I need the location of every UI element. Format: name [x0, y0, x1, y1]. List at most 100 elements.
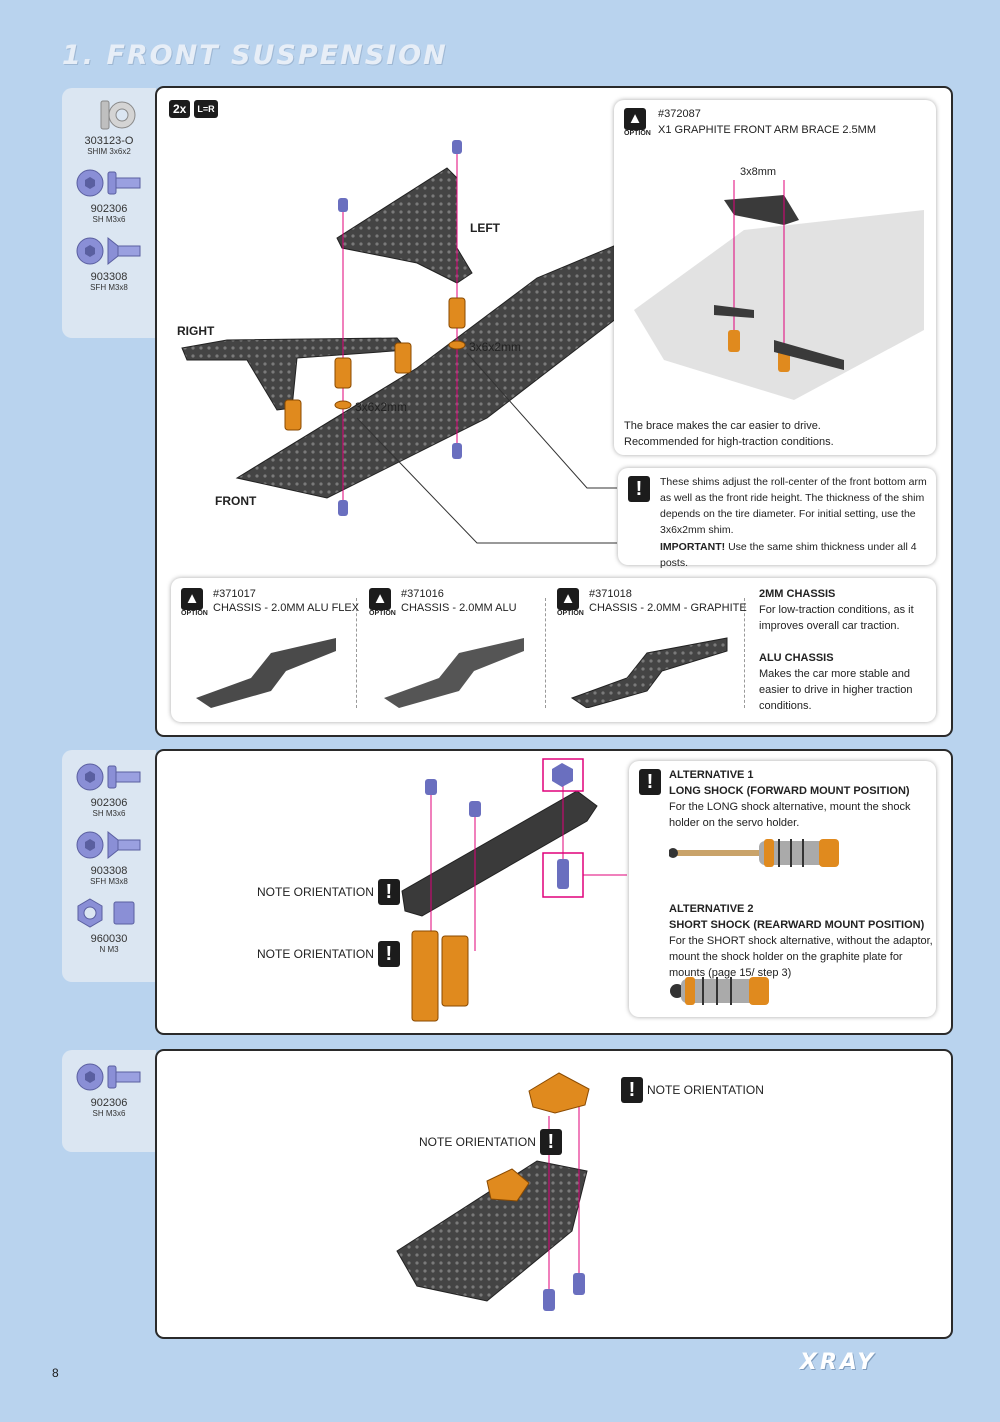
nut-icon [77, 898, 135, 928]
post-a [334, 357, 352, 389]
option-brace-name: X1 GRAPHITE FRONT ARM BRACE 2.5MM [658, 124, 877, 136]
note-orientation-1: NOTE ORIENTATION ! [257, 879, 400, 905]
chassis-option-1-name: CHASSIS - 2.0MM ALU FLEX [213, 602, 360, 614]
option-brace-number: #372087 [658, 108, 701, 120]
chassis-options-box: ▲ OPTION #371017 CHASSIS - 2.0MM ALU FLE… [171, 578, 936, 722]
shim-label-a: 3x6x2mm [355, 400, 408, 414]
warning-icon: ! [377, 941, 400, 967]
note-orientation-top: ! NOTE ORIENTATION [621, 1077, 764, 1103]
warning-icon: ! [621, 1077, 643, 1103]
alt1-title: ALTERNATIVE 1 [669, 769, 754, 781]
warning-important: IMPORTANT! Use the same shim thickness u… [660, 541, 917, 569]
shock-holder-bottom [486, 1168, 530, 1202]
parts-list-step2: 902306 SH M3x6 903308 SFH M3x8 960030 N … [62, 750, 156, 982]
label-left: LEFT [470, 221, 500, 235]
flat-head-screw-icon [76, 236, 141, 266]
warning-text: These shims adjust the roll-center of th… [660, 476, 927, 536]
thumbs-up-icon: ▲ [557, 588, 579, 610]
shock-holder-diagram [401, 758, 627, 1022]
option-badge-1: ▲ OPTION [181, 588, 208, 617]
warning-icon: ! [377, 879, 400, 905]
right-arm-brace [181, 337, 409, 411]
quantity-badge: 2x [169, 100, 191, 118]
chassis-note-heading-2: ALU CHASSIS [759, 652, 834, 664]
step3-panel: ! NOTE ORIENTATION NOTE ORIENTATION ! [155, 1049, 953, 1339]
part-flat-screw: 903308 SFH M3x8 [62, 234, 156, 292]
part-socket-screw: 902306 SH M3x6 [62, 760, 156, 818]
graphite-plate [396, 1160, 588, 1302]
option-badge: ▲ OPTION [624, 108, 651, 137]
chassis-graphite-image [570, 637, 728, 708]
brand-logo: XRAY [800, 1350, 877, 1375]
socket-head-screw-icon [76, 763, 141, 791]
chassis-alu-image [384, 638, 524, 708]
page-number: 8 [52, 1366, 59, 1380]
brace-note-2: Recommended for high-traction conditions… [624, 436, 834, 448]
post-b [448, 297, 466, 329]
label-right: RIGHT [177, 324, 215, 338]
post-c [394, 342, 412, 374]
brace-note-1: The brace makes the car easier to drive. [624, 420, 821, 432]
chassis-note-heading-1: 2MM CHASSIS [759, 588, 836, 600]
alt1-text: For the LONG shock alternative, mount th… [669, 801, 911, 829]
alt1-subtitle: LONG SHOCK (FORWARD MOUNT POSITION) [669, 785, 910, 797]
warning-icon: ! [639, 769, 661, 795]
callout-line-a [356, 417, 617, 544]
alt2-text: For the SHORT shock alternative, without… [669, 935, 933, 979]
post-d [284, 399, 302, 431]
page-title: 1. FRONT SUSPENSION [62, 40, 448, 71]
shock-holder-top [528, 1072, 590, 1114]
screw-top-b [452, 140, 462, 154]
shim-icon [100, 100, 136, 130]
shock-alternatives-box: ! ALTERNATIVE 1 LONG SHOCK (FORWARD MOUN… [629, 761, 936, 1017]
shock-mount-diagram [396, 1072, 590, 1311]
warning-icon: ! [628, 476, 650, 502]
parts-list-step3: 902306 SH M3x6 [62, 1050, 156, 1152]
chassis-option-1-number: #371017 [213, 588, 256, 600]
callout-line-b [466, 352, 617, 489]
alt2-subtitle: SHORT SHOCK (REARWARD MOUNT POSITION) [669, 919, 925, 931]
alt2-title: ALTERNATIVE 2 [669, 903, 754, 915]
parts-list-step1: 303123-O SHIM 3x6x2 902306 SH M3x6 90330… [62, 88, 156, 338]
shim-a [334, 400, 352, 410]
thumbs-up-icon: ▲ [181, 588, 203, 610]
part-nut: 960030 N M3 [62, 896, 156, 954]
chassis-option-3-name: CHASSIS - 2.0MM - GRAPHITE [589, 602, 747, 614]
nut-callout-box [542, 758, 584, 792]
step2-panel: NOTE ORIENTATION ! NOTE ORIENTATION ! ! … [155, 749, 953, 1035]
option-brace-box: ▲ OPTION #372087 X1 GRAPHITE FRONT ARM B… [614, 100, 936, 455]
left-right-badge: L=R [194, 100, 218, 118]
part-shim: 303123-O SHIM 3x6x2 [62, 98, 156, 156]
left-arm-brace [336, 167, 473, 284]
flat-head-screw-icon [76, 830, 141, 860]
chassis-alu-flex-image [196, 638, 336, 708]
warning-box: ! These shims adjust the roll-center of … [618, 468, 936, 569]
chassis-option-3-number: #371018 [589, 588, 632, 600]
option-badge-3: ▲ OPTION [557, 588, 584, 617]
shim-b [448, 340, 466, 350]
screw-top-a [338, 198, 348, 212]
screw-bottom-a [338, 500, 348, 516]
socket-head-screw-icon [76, 1063, 141, 1091]
note-orientation-bottom: NOTE ORIENTATION ! [419, 1129, 562, 1155]
brace-screw-label: 3x8mm [740, 166, 777, 178]
step1-badges: 2x L=R [169, 100, 218, 118]
socket-head-screw-icon [76, 169, 141, 197]
thumbs-up-icon: ▲ [624, 108, 646, 130]
part-socket-screw: 902306 SH M3x6 [62, 166, 156, 224]
long-shock-image [669, 839, 839, 867]
chassis-note-text-1: For low-traction conditions, as it impro… [759, 604, 914, 632]
shim-label-b: 3x6x2mm [469, 340, 522, 354]
chassis-option-2-number: #371016 [401, 588, 444, 600]
alu-post-2 [441, 935, 469, 1007]
part-socket-screw: 902306 SH M3x6 [62, 1060, 156, 1118]
brace-diagram [634, 180, 924, 400]
warning-icon: ! [539, 1129, 562, 1155]
step1-panel: 2x L=R LEFT RIGHT FRONT 3x6x2mm 3x6x2mm [155, 86, 953, 737]
note-orientation-2: NOTE ORIENTATION ! [257, 941, 400, 967]
part-flat-screw: 903308 SFH M3x8 [62, 828, 156, 886]
short-shock-image [670, 977, 769, 1005]
label-front: FRONT [215, 494, 257, 508]
alu-post-1 [411, 930, 439, 1022]
thumbs-up-icon: ▲ [369, 588, 391, 610]
